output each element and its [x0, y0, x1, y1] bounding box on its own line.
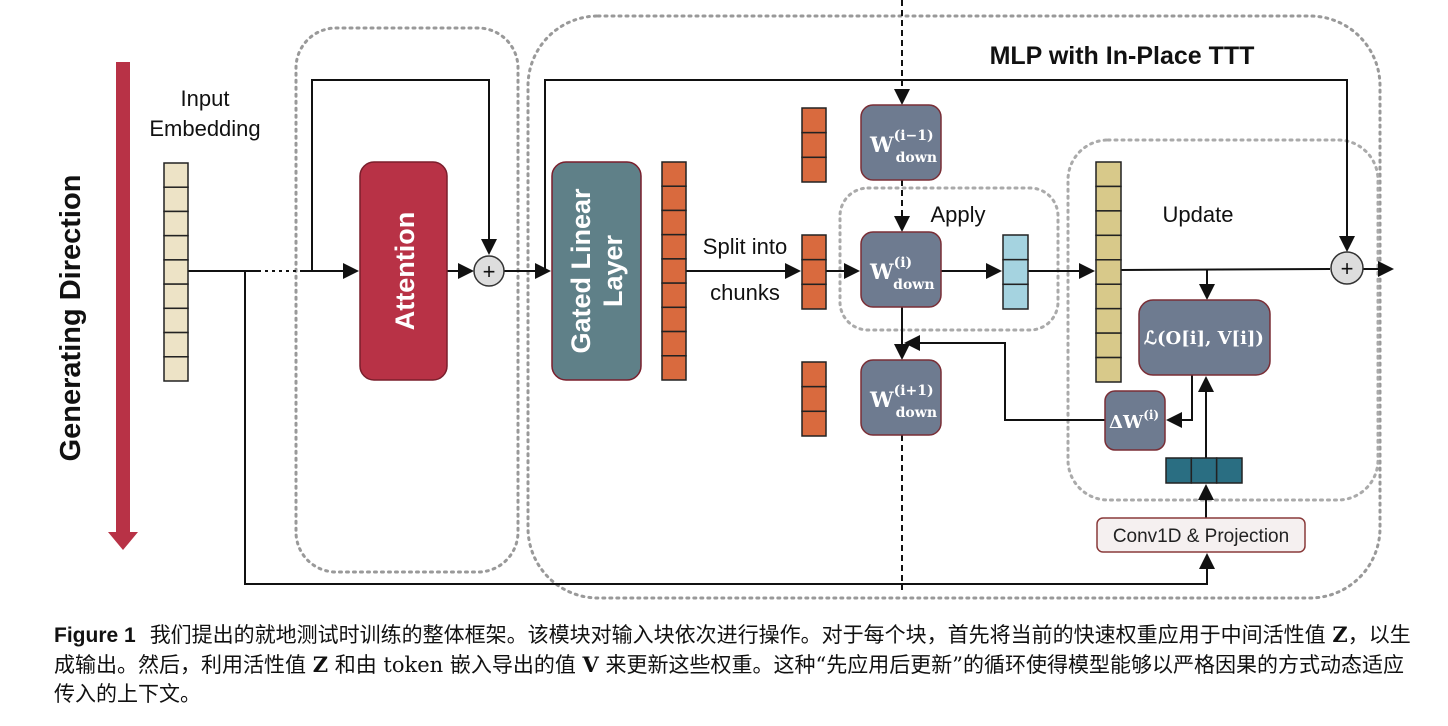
figure-caption: Figure 1 我们提出的就地测试时训练的整体框架。该模块对输入块依次进行操作。… — [54, 620, 1414, 709]
token-cell — [661, 233, 687, 260]
token-cell — [661, 258, 687, 284]
token-cell — [163, 331, 189, 358]
token-cell — [661, 185, 687, 212]
token-cell — [1095, 332, 1122, 359]
token-cell — [661, 282, 687, 309]
token-cell — [163, 259, 189, 285]
token-cell — [661, 306, 687, 333]
svg-text:W(i+1)down: W(i+1)down — [869, 383, 937, 421]
connection-lines — [188, 0, 1394, 590]
token-cell — [1095, 283, 1122, 310]
update-tokens — [1095, 161, 1122, 383]
caption-text: 和由 token 嵌入导出的值 — [328, 653, 583, 677]
loss-box: ℒ(O[i], V[i]) — [1138, 299, 1271, 376]
token-cell — [163, 186, 189, 213]
token-cell — [1095, 356, 1122, 383]
caption-symbol-z: Z — [1332, 622, 1348, 647]
chunk-prev — [801, 107, 827, 183]
token-cell — [1165, 457, 1193, 484]
figure-label: Figure 1 — [54, 624, 136, 647]
delta-weight-box: ΔW(i) — [1104, 390, 1166, 451]
token-cell — [801, 361, 827, 388]
token-cell — [1002, 258, 1029, 286]
caption-symbol-v: V — [582, 652, 599, 677]
token-cell — [163, 307, 189, 334]
generating-direction-arrow — [108, 62, 138, 550]
value-tokens — [1165, 457, 1243, 484]
input-embedding-label: Input — [181, 86, 230, 111]
token-cell — [1002, 234, 1029, 261]
caption-text: 来更新这些权重。这种“先应用后更新”的循环使得模型能够以严格因果的方式动态适应传… — [54, 653, 1404, 706]
svg-text:W(i)down: W(i)down — [869, 255, 935, 293]
svg-text:+: + — [1341, 256, 1354, 281]
token-cell — [801, 107, 827, 134]
token-cell — [1095, 234, 1122, 261]
token-cell — [661, 161, 687, 187]
conv1d-projection-box: Conv1D & Projection — [1096, 517, 1306, 553]
token-cell — [163, 234, 189, 261]
token-cell — [801, 258, 827, 286]
gated-output-tokens — [661, 161, 687, 381]
apply-output-tokens — [1002, 234, 1029, 310]
attention-block — [359, 161, 448, 381]
gated-linear-label-2: Layer — [598, 234, 628, 307]
caption-text: ，以生成输出。然后，利用活性值 — [54, 623, 1411, 677]
residual-add-mlp: + — [1330, 251, 1364, 285]
mlp-title: MLP with In-Place TTT — [990, 42, 1255, 70]
weight-box-next: W(i+1)down — [860, 359, 942, 436]
framework-diagram: Generating Direction Input Embedding MLP… — [55, 0, 1394, 600]
apply-label: Apply — [930, 202, 985, 227]
token-cell — [661, 355, 687, 381]
token-cell — [1190, 457, 1218, 484]
chunks-label: chunks — [710, 280, 780, 305]
svg-text:ℒ(O[i], V[i]): ℒ(O[i], V[i]) — [1144, 328, 1264, 349]
svg-text:+: + — [483, 259, 496, 284]
token-cell — [1095, 185, 1122, 212]
svg-text:Conv1D & Projection: Conv1D & Projection — [1113, 526, 1289, 547]
token-cell — [801, 156, 827, 183]
caption-text: 我们提出的就地测试时训练的整体框架。该模块对输入块依次进行操作。对于每个块，首先… — [149, 623, 1333, 647]
chunk-next — [801, 361, 827, 437]
token-cell — [801, 283, 827, 310]
generating-direction-label: Generating Direction — [55, 175, 87, 462]
input-embedding-label-2: Embedding — [149, 116, 260, 141]
token-cell — [801, 385, 827, 413]
token-cell — [801, 234, 827, 261]
gated-linear-layer — [551, 161, 642, 381]
weight-box-prev: W(i−1)down — [860, 104, 942, 181]
token-cell — [1095, 307, 1122, 334]
caption-symbol-z: Z — [312, 652, 329, 677]
token-cell — [163, 283, 189, 310]
token-cell — [661, 330, 687, 357]
attention-block-border — [294, 26, 520, 574]
svg-text:ΔW(i): ΔW(i) — [1109, 408, 1159, 433]
residual-add-attention: + — [473, 255, 505, 287]
mlp-block-border — [526, 14, 1382, 600]
chunk-current — [801, 234, 827, 310]
svg-text:W(i−1)down: W(i−1)down — [869, 128, 937, 166]
input-embedding-tokens — [163, 162, 189, 382]
update-label: Update — [1163, 202, 1234, 227]
attention-label: Attention — [390, 212, 420, 330]
token-cell — [801, 131, 827, 159]
token-cell — [1002, 283, 1029, 310]
token-cell — [163, 162, 189, 188]
gated-linear-label: Gated Linear — [566, 188, 596, 354]
split-label: Split into — [703, 234, 787, 259]
token-cell — [163, 356, 189, 382]
token-cell — [1215, 457, 1243, 484]
weight-box-current: W(i)down — [860, 231, 942, 308]
token-cell — [163, 210, 189, 237]
token-cell — [661, 209, 687, 236]
update-block-border — [1066, 138, 1380, 502]
token-cell — [1095, 210, 1122, 237]
token-cell — [1095, 161, 1122, 188]
token-cell — [1095, 259, 1122, 285]
token-cell — [801, 410, 827, 437]
